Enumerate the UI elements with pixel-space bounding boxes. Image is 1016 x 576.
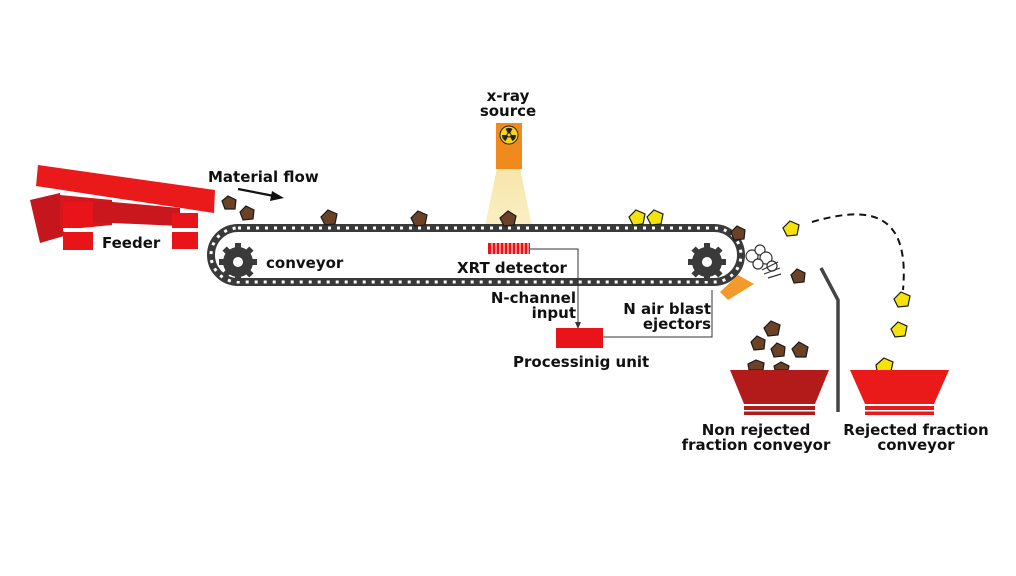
yellow-rock <box>890 321 908 338</box>
rejected-trajectory <box>811 213 905 291</box>
xrt-detector <box>488 243 530 254</box>
processing-unit <box>556 328 603 348</box>
brown-rocks <box>221 195 809 371</box>
xray-label-line2: source <box>480 102 536 120</box>
brown-rock <box>730 225 746 241</box>
brown-rock <box>773 361 790 371</box>
non-rejected-bin <box>730 370 829 415</box>
conveyor-label: conveyor <box>266 254 344 272</box>
air-blast-label-line2: ejectors <box>643 315 711 333</box>
yellow-rock <box>646 209 664 226</box>
air-blast-label-line1: N air blast <box>623 300 711 318</box>
processing-unit-label: Processinig unit <box>513 353 649 371</box>
brown-rock <box>410 210 428 227</box>
rejected-bin <box>850 370 949 415</box>
splitter-plate <box>819 267 840 412</box>
xray-source <box>496 123 522 169</box>
brown-rock <box>750 335 766 351</box>
yellow-rock <box>628 209 646 226</box>
brown-rock <box>499 210 517 227</box>
conveyor-belt <box>207 224 745 286</box>
yellow-rock <box>893 291 911 308</box>
material-flow-label: Material flow <box>208 168 319 186</box>
brown-rock <box>770 342 786 358</box>
rejected-label-line1: Rejected fraction <box>843 421 988 439</box>
xray-label-line1: x-ray <box>487 87 530 105</box>
brown-rock <box>320 209 338 226</box>
gear-icon <box>688 243 726 281</box>
yellow-rock <box>782 220 800 237</box>
nchannel-label-line1: N-channel <box>491 289 576 307</box>
feeder-label: Feeder <box>102 234 161 252</box>
rejected-label-line2: conveyor <box>877 436 955 454</box>
brown-rock <box>221 195 237 210</box>
non-rejected-label-line2: fraction conveyor <box>682 436 831 454</box>
feeder <box>30 165 215 250</box>
xrt-detector-label: XRT detector <box>457 259 568 277</box>
brown-rock <box>747 359 765 371</box>
brown-rock <box>763 320 781 337</box>
non-rejected-label-line1: Non rejected <box>702 421 811 439</box>
gear-icon <box>219 243 257 281</box>
brown-rock <box>239 205 255 221</box>
arrow-icon <box>237 187 284 201</box>
signal-arrowhead <box>575 322 581 329</box>
radiation-icon <box>499 125 519 145</box>
air-blast-ejector <box>720 275 754 300</box>
brown-rock <box>791 341 809 358</box>
brown-rock <box>790 268 806 284</box>
air-puff-icon <box>745 244 782 279</box>
signal-lines <box>530 248 713 338</box>
yellow-rocks <box>628 209 911 372</box>
nchannel-label-line2: input <box>532 304 576 322</box>
yellow-rock <box>875 357 894 372</box>
